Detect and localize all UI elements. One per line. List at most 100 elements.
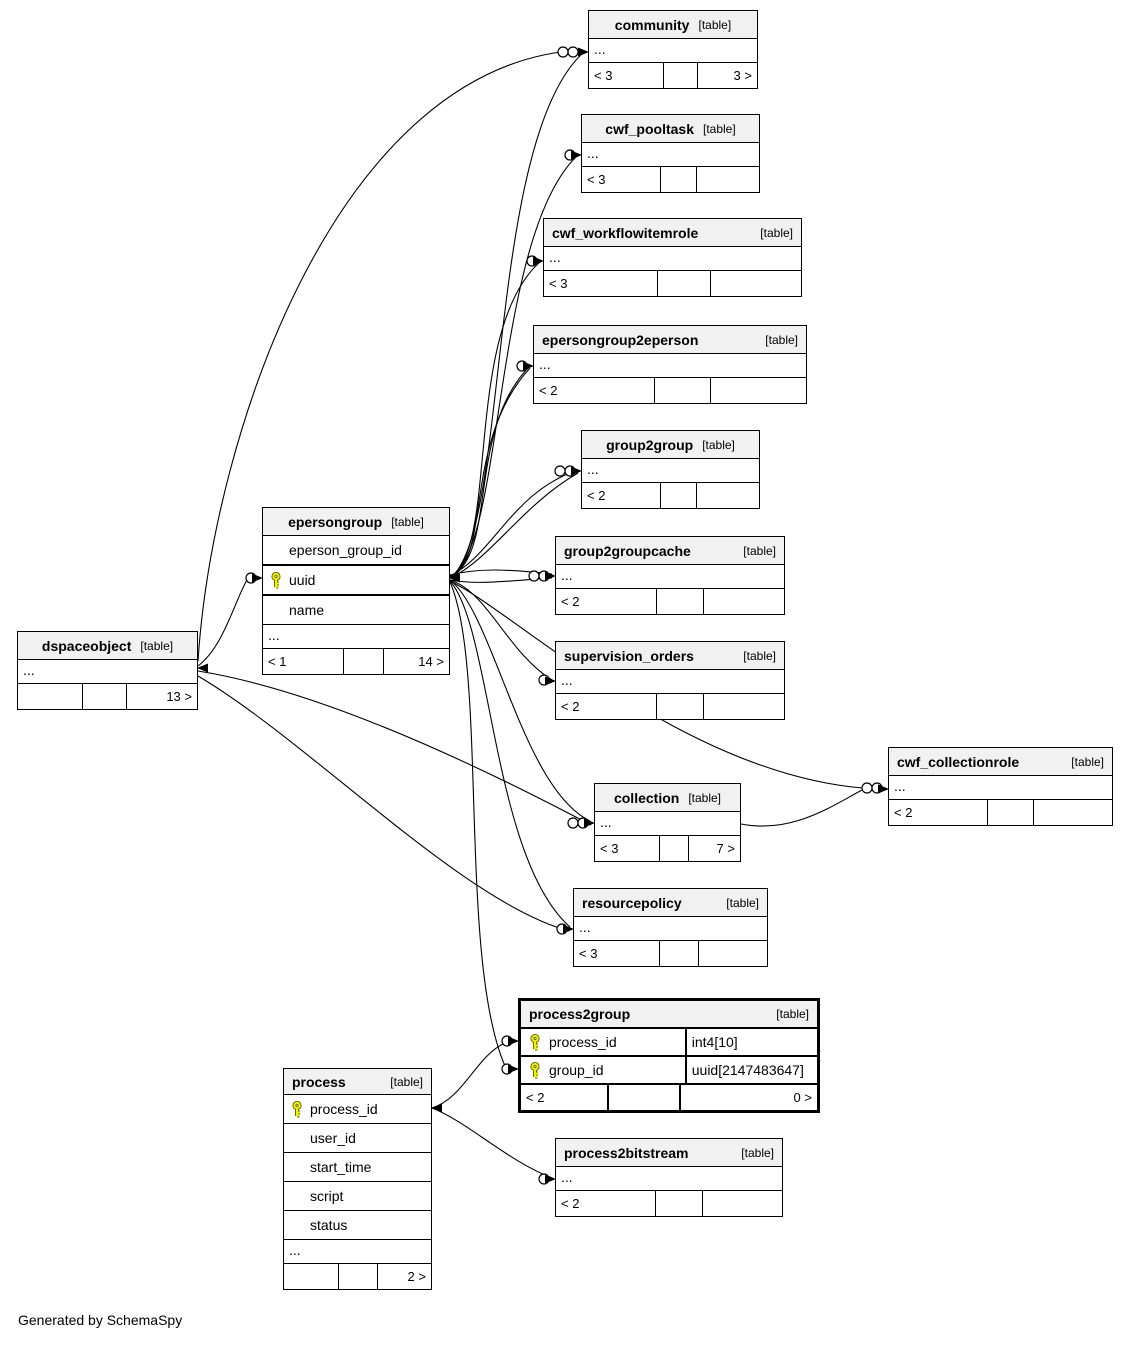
table-tag: [table] [698, 17, 732, 32]
footer-parents-count: 2 > [407, 1269, 426, 1284]
table-footer: < 3 [544, 271, 801, 296]
table-footer: 2 > [284, 1264, 431, 1289]
footer-middle [659, 167, 698, 192]
column-row-uuid: uuid [263, 564, 449, 596]
column-row-script: script [284, 1182, 431, 1211]
table-footer: 13 > [18, 684, 197, 709]
table-epersongroup[interactable]: epersongroup [table] eperson_group_id uu… [262, 507, 450, 675]
footer-parents-count [699, 941, 767, 966]
table-header: process2bitstream [table] [556, 1139, 782, 1167]
footer-middle [655, 1191, 703, 1216]
table-tag: [table] [1071, 754, 1104, 769]
column-row-eperson-group-id: eperson_group_id [263, 536, 449, 564]
table-footer: < 2 [556, 589, 784, 614]
table-tag: [table] [726, 895, 759, 910]
footer-children-count: < 2 [561, 699, 580, 714]
table-collection[interactable]: collection [table] ... < 3 7 > [594, 783, 741, 862]
table-tag: [table] [390, 1074, 423, 1089]
table-header: epersongroup2eperson [table] [534, 326, 806, 354]
table-resourcepolicy[interactable]: resourcepolicy [table] ... < 3 [573, 888, 768, 967]
table-footer: < 2 [582, 483, 759, 508]
column-row-group-id: group_id uuid[2147483647] [521, 1057, 817, 1085]
table-footer: < 2 [534, 378, 806, 403]
table-tag: [table] [765, 332, 798, 347]
columns-ellipsis: ... [556, 565, 784, 589]
footer-middle [338, 1264, 379, 1289]
footer-parents-count [704, 589, 784, 614]
table-cwf-workflowitemrole[interactable]: cwf_workflowitemrole [table] ... < 3 [543, 218, 802, 297]
table-title: supervision_orders [564, 647, 694, 664]
table-process2bitstream[interactable]: process2bitstream [table] ... < 2 [555, 1138, 783, 1217]
table-title: epersongroup2eperson [542, 331, 699, 348]
table-process2group[interactable]: process2group [table] process_id int4[10… [518, 998, 820, 1113]
table-title: process2group [529, 1006, 631, 1022]
table-footer: < 1 14 > [263, 649, 449, 674]
columns-ellipsis: ... [263, 625, 449, 649]
table-footer: < 3 3 > [589, 63, 757, 88]
table-title: cwf_pooltask [605, 120, 694, 137]
table-tag: [table] [776, 1007, 809, 1021]
table-title: group2groupcache [564, 542, 691, 559]
columns-ellipsis: ... [595, 812, 740, 836]
table-supervision-orders[interactable]: supervision_orders [table] ... < 2 [555, 641, 785, 720]
table-tag: [table] [743, 648, 776, 663]
table-cwf-collectionrole[interactable]: cwf_collectionrole [table] ... < 2 [888, 747, 1113, 826]
footer-middle [653, 378, 711, 403]
primary-key-icon [530, 1034, 540, 1051]
primary-key-icon [271, 572, 281, 589]
footer-parents-count: 3 > [733, 68, 752, 83]
table-header: collection [table] [595, 784, 740, 812]
table-process[interactable]: process [table] process_id user_id start… [283, 1068, 432, 1290]
table-group2group[interactable]: group2group [table] ... < 2 [581, 430, 760, 509]
table-header: process [table] [284, 1069, 431, 1095]
column-name: user_id [310, 1130, 356, 1146]
footer-parents-count: 7 > [716, 841, 735, 856]
column-row-process-id: process_id int4[10] [521, 1029, 817, 1057]
footer-middle [656, 694, 705, 719]
footer-children-count: < 2 [561, 594, 580, 609]
column-name: group_id [549, 1062, 604, 1078]
footer-children-count: < 3 [549, 276, 568, 291]
table-footer: < 2 [556, 694, 784, 719]
table-tag: [table] [741, 1145, 774, 1160]
column-row-name: name [263, 596, 449, 625]
footer-children-count [18, 684, 82, 709]
table-header: dspaceobject [table] [18, 632, 197, 660]
footer-middle [82, 684, 128, 709]
table-footer: < 3 [582, 167, 759, 192]
footer-parents-count: 14 > [418, 654, 444, 669]
table-dspaceobject[interactable]: dspaceobject [table] ... 13 > [17, 631, 198, 710]
footer-parents-count [711, 378, 806, 403]
column-row-status: status [284, 1211, 431, 1240]
primary-key-icon [530, 1062, 540, 1079]
footer-middle [606, 1085, 681, 1110]
table-epersongroup2eperson[interactable]: epersongroup2eperson [table] ... < 2 [533, 325, 807, 404]
table-footer: < 3 7 > [595, 836, 740, 861]
footer-parents-count: 13 > [166, 689, 192, 704]
table-title: group2group [606, 436, 694, 453]
table-title: cwf_workflowitemrole [552, 224, 699, 241]
column-name: process_id [310, 1101, 378, 1117]
column-name: start_time [310, 1159, 372, 1175]
footer-parents-count: 0 > [793, 1090, 812, 1105]
footer-middle [662, 63, 699, 88]
table-header: process2group [table] [521, 1001, 817, 1029]
table-title: cwf_collectionrole [897, 753, 1020, 770]
table-community[interactable]: community [table] ... < 3 3 > [588, 10, 758, 89]
table-footer: < 2 [889, 800, 1112, 825]
table-group2groupcache[interactable]: group2groupcache [table] ... < 2 [555, 536, 785, 615]
columns-ellipsis: ... [582, 143, 759, 167]
column-type: uuid[2147483647] [691, 1062, 804, 1078]
columns-ellipsis: ... [284, 1240, 431, 1264]
table-footer: < 3 [574, 941, 767, 966]
footer-middle [658, 941, 700, 966]
footer-children-count: < 3 [579, 946, 598, 961]
primary-key-icon [292, 1101, 302, 1118]
table-title: community [614, 16, 690, 33]
columns-ellipsis: ... [574, 917, 767, 941]
footer-parents-count [1034, 800, 1112, 825]
footer-parents-count [697, 167, 759, 192]
table-footer: < 2 0 > [521, 1085, 817, 1110]
table-cwf-pooltask[interactable]: cwf_pooltask [table] ... < 3 [581, 114, 760, 193]
footer-children-count: < 2 [539, 383, 558, 398]
